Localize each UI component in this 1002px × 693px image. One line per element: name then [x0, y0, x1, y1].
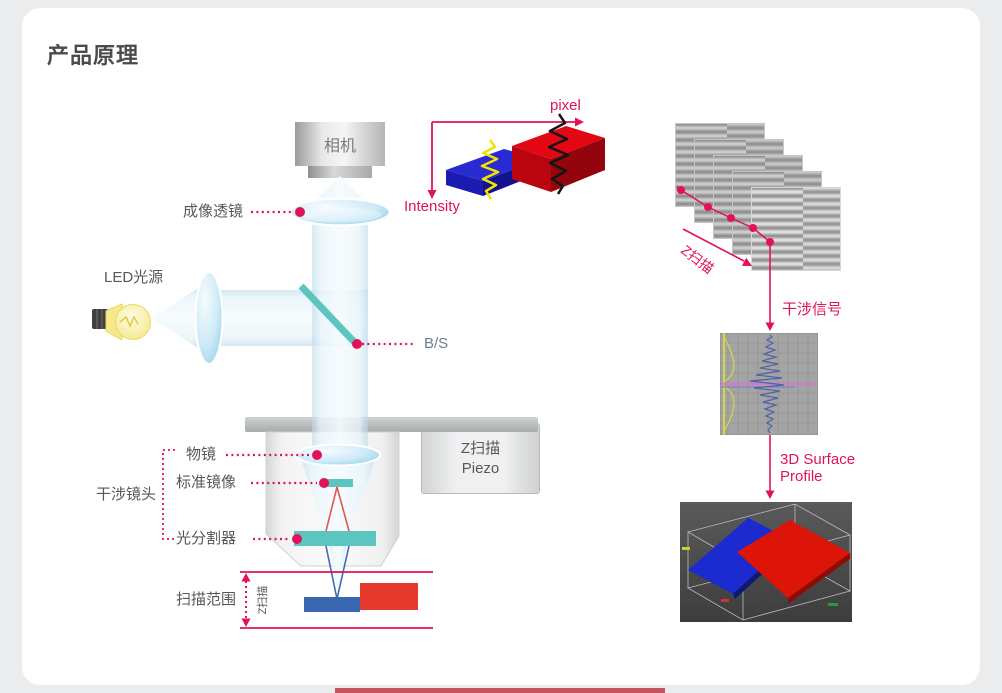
surface-profile-label-line1: 3D Surface	[780, 451, 856, 468]
scan-range-label: 扫描范围	[176, 591, 237, 608]
mount-bar	[245, 417, 538, 432]
camera-mount	[308, 166, 372, 178]
interferogram-svg	[719, 332, 819, 436]
piezo-label-line1: Z扫描	[460, 439, 501, 457]
surface-profile-label-line2: Profile	[780, 468, 823, 485]
fringe-image	[751, 187, 841, 271]
imaging-lens-label: 成像透镜	[183, 203, 244, 220]
intensity-axis-label: Intensity	[404, 198, 460, 215]
beam-splitter-label: B/S	[424, 335, 449, 352]
axis-mark-yellow	[682, 547, 690, 550]
pixel-axis-label: pixel	[550, 97, 581, 114]
interference-head-label: 干涉镜头	[96, 486, 157, 503]
axis-mark-red	[721, 599, 729, 602]
interference-signal-plot	[719, 332, 819, 436]
light-splitter-label: 光分割器	[176, 530, 237, 547]
surface3d-svg	[680, 502, 852, 622]
fringe-stripes-left	[752, 188, 804, 270]
axis-mark-green	[828, 603, 838, 606]
piezo-scanner-box: Z扫描 Piezo	[421, 423, 540, 494]
camera-box: 相机	[295, 122, 385, 166]
led-source-label: LED光源	[104, 269, 164, 286]
objective-label: 物镜	[186, 446, 217, 463]
z-scan-vertical-label: Z扫描	[256, 585, 269, 615]
piezo-label-line2: Piezo	[461, 459, 500, 477]
page-title: 产品原理	[47, 43, 140, 68]
interference-signal-label: 干涉信号	[782, 301, 843, 318]
fringe-stripes-right	[803, 188, 840, 270]
surface-profile-plot	[680, 502, 852, 622]
footer-accent-line	[335, 688, 665, 693]
reference-mirror-label: 标准镜像	[176, 474, 237, 491]
camera-label: 相机	[323, 138, 356, 155]
